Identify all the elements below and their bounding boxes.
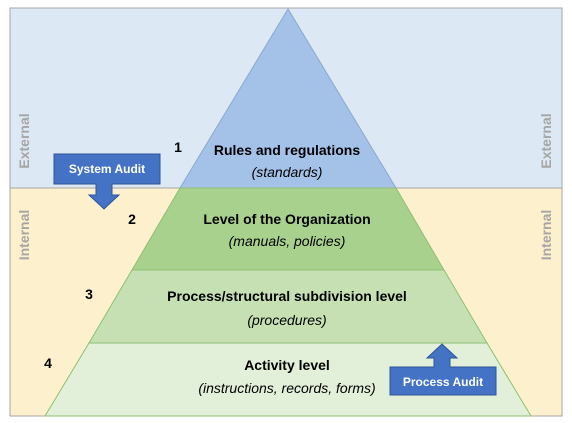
level-4-subtitle: (instructions, records, forms) xyxy=(198,380,375,396)
process-audit-label: Process Audit xyxy=(403,375,483,389)
level-2-number: 2 xyxy=(128,211,136,227)
internal-label-left: Internal xyxy=(16,210,32,261)
internal-label-right: Internal xyxy=(538,210,554,261)
process-audit-callout xyxy=(389,343,497,396)
pyramid-level-2 xyxy=(131,187,445,271)
external-label-left: External xyxy=(16,113,32,168)
level-3-title: Process/structural subdivision level xyxy=(167,288,407,304)
pyramid-level-3 xyxy=(88,269,488,344)
level-1-subtitle: (standards) xyxy=(252,164,323,180)
level-3-subtitle: (procedures) xyxy=(247,312,326,328)
pyramid-level-4 xyxy=(44,342,532,417)
level-3-number: 3 xyxy=(85,286,93,302)
system-audit-label: System Audit xyxy=(69,162,145,176)
level-2-title: Level of the Organization xyxy=(203,211,370,227)
level-4-number: 4 xyxy=(44,355,52,371)
external-label-right: External xyxy=(538,113,554,168)
level-1-number: 1 xyxy=(174,139,182,155)
system-audit-callout xyxy=(53,153,161,210)
level-1-title: Rules and regulations xyxy=(214,142,360,158)
level-2-subtitle: (manuals, policies) xyxy=(229,233,346,249)
level-4-title: Activity level xyxy=(244,357,330,373)
